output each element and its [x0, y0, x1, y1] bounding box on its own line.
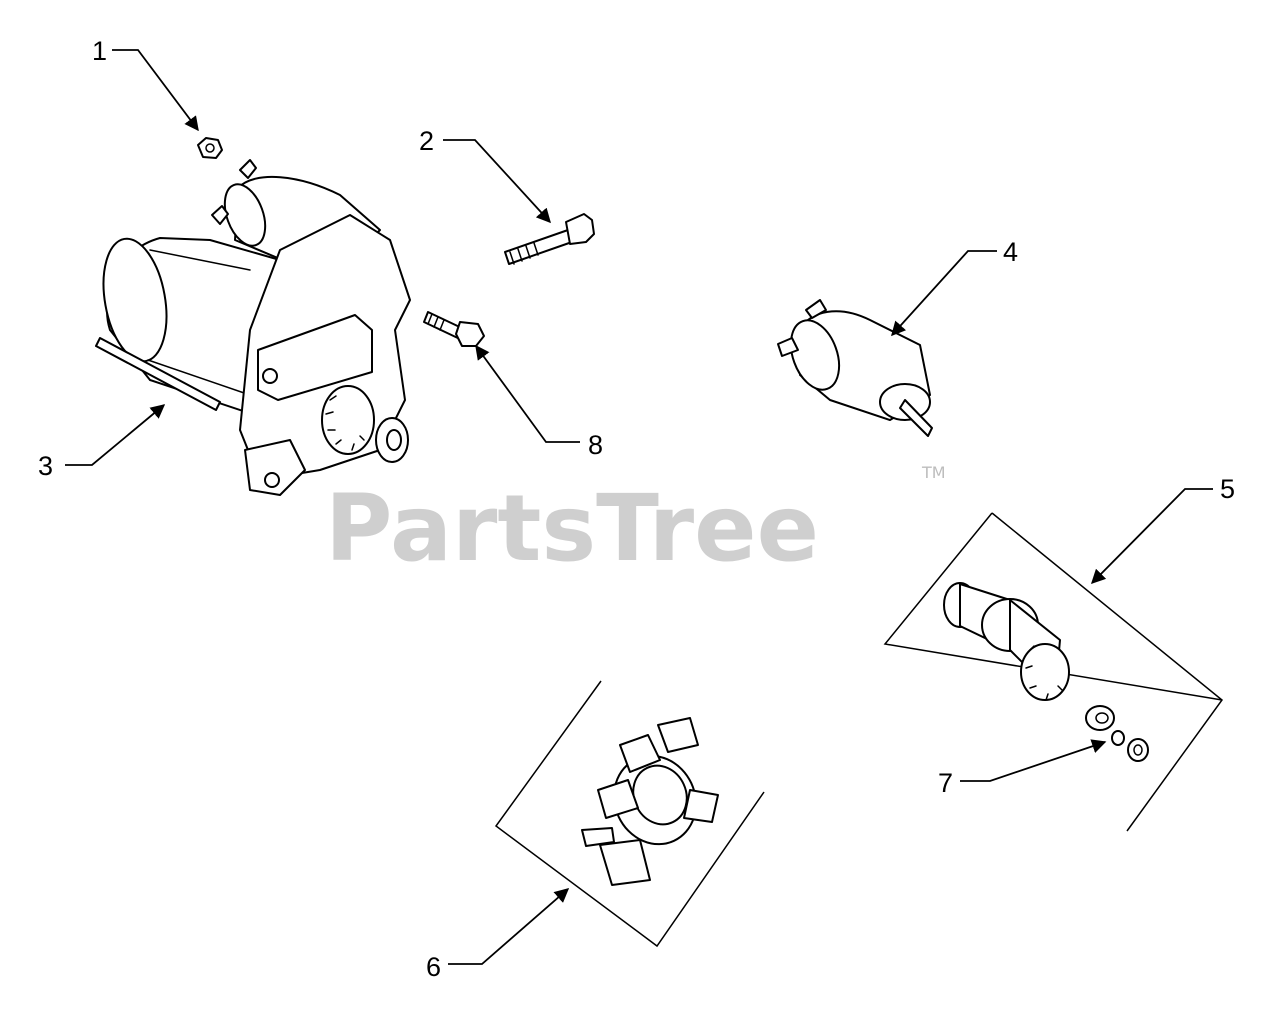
part-6-brush-holder[interactable] — [581, 717, 719, 886]
callout-8: 8 — [588, 430, 603, 460]
leader-6 — [448, 888, 570, 965]
part-4-solenoid[interactable] — [777, 299, 933, 437]
callout-4: 4 — [1003, 237, 1018, 267]
kit-6-box — [494, 680, 765, 948]
leader-lines — [65, 49, 1213, 965]
callout-3: 3 — [38, 451, 53, 481]
leader-1 — [112, 49, 199, 132]
callout-2: 2 — [419, 126, 434, 156]
leader-7 — [960, 739, 1107, 782]
part-2-bolt[interactable] — [504, 213, 595, 265]
watermark-trademark: TM — [921, 463, 946, 482]
callout-6: 6 — [426, 952, 441, 982]
leader-8 — [475, 344, 580, 443]
kit-5-box — [883, 512, 1224, 832]
part-5-drive-gear[interactable] — [943, 582, 1070, 701]
part-7-retainer[interactable] — [1085, 705, 1149, 762]
callout-1: 1 — [92, 36, 107, 66]
part-1-nut[interactable] — [197, 137, 223, 159]
callout-7: 7 — [938, 768, 953, 798]
callout-5: 5 — [1220, 474, 1235, 504]
leader-2 — [443, 139, 551, 224]
watermark-text: PartsTree — [325, 475, 819, 582]
leader-4 — [891, 250, 997, 337]
part-3-starter-motor[interactable] — [95, 159, 411, 496]
part-8-bolt[interactable] — [423, 311, 485, 347]
leader-5 — [1090, 488, 1213, 585]
leader-3 — [65, 404, 166, 466]
